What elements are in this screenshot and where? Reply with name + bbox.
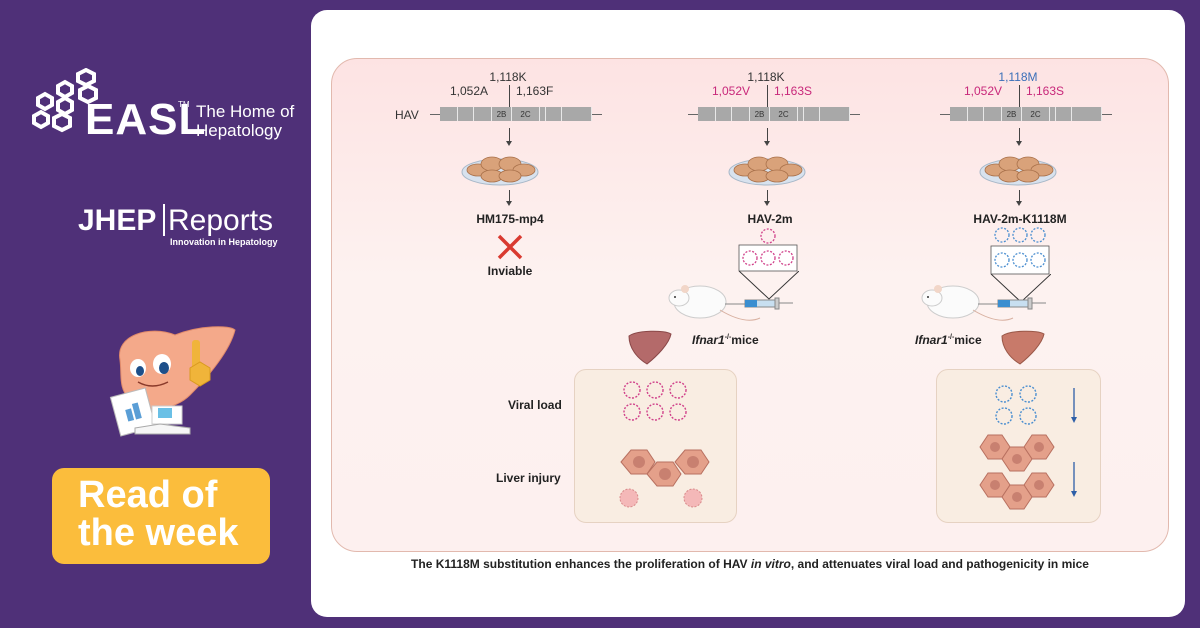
injection-funnel-lines bbox=[739, 271, 799, 300]
healthy-liver-icon bbox=[1001, 330, 1045, 365]
trademark-mark: TM bbox=[178, 100, 190, 109]
easl-hexagon-logo-icon bbox=[32, 68, 98, 133]
liver-injury-label: Liver injury bbox=[496, 471, 561, 485]
column-hav-2m-k1118m: 1,118M 1,052V 1,163S 2B 2C bbox=[940, 70, 1112, 270]
easl-wordmark: EASL bbox=[85, 95, 207, 144]
figure-caption: The K1118M substitution enhances the pro… bbox=[331, 557, 1169, 571]
segment-2c: 2C bbox=[1022, 107, 1050, 121]
mouse-gene: Ifnar1 bbox=[915, 333, 948, 347]
mutation-marker-line bbox=[509, 85, 510, 107]
mutation-1052: 1,052A bbox=[450, 84, 489, 98]
mouse-genotype: -/- bbox=[947, 334, 955, 341]
mouse-strain-label: Ifnar1-/-mice bbox=[692, 333, 759, 347]
decrease-arrow-icon bbox=[1071, 388, 1077, 423]
column-hm175: 1,118K 1,052A 1,163F 2B 2C bbox=[430, 70, 602, 270]
easl-tagline: The Home of Hepatology bbox=[196, 102, 294, 140]
caption-text-pre: The K1118M substitution enhances the pro… bbox=[411, 557, 751, 571]
mouse-genotype: -/- bbox=[724, 334, 732, 341]
strain-name: HAV-2m bbox=[747, 212, 793, 226]
strain-name: HM175-mp4 bbox=[476, 212, 544, 226]
column-hav-2m: 1,118K 1,052V 1,163S 2B 2C bbox=[688, 70, 860, 270]
mutation-1052: 1,052V bbox=[964, 84, 1003, 98]
cell-culture-dish-icon bbox=[979, 156, 1057, 186]
down-arrow-icon bbox=[1016, 190, 1022, 206]
mutation-marker-line bbox=[767, 85, 768, 107]
outcome-box-hav-2m bbox=[574, 369, 737, 523]
decrease-arrow-icon bbox=[1071, 462, 1077, 497]
read-of-the-week-badge: Read of the week bbox=[52, 468, 270, 564]
down-arrow-icon bbox=[1016, 128, 1022, 146]
inviable-label: Inviable bbox=[487, 264, 533, 278]
down-arrow-icon bbox=[764, 128, 770, 146]
mutation-1163: 1,163S bbox=[1026, 84, 1065, 98]
virus-particles-pink-icon bbox=[738, 228, 798, 272]
journal-name-reports: Reports bbox=[168, 204, 274, 237]
injured-hepatocytes-icon bbox=[619, 449, 710, 508]
cell-culture-dish-icon bbox=[728, 156, 806, 186]
mutation-1118: 1,118K bbox=[747, 70, 785, 84]
hav-genome-bar: 2B 2C bbox=[430, 107, 602, 121]
down-arrow-icon bbox=[506, 128, 512, 146]
journal-divider bbox=[163, 204, 165, 236]
tagline-line-1: The Home of bbox=[196, 102, 295, 121]
caption-text-italic: in vitro bbox=[750, 557, 791, 571]
liver-mascot-reading-icon bbox=[109, 326, 236, 437]
hav-genome-bar: 2B 2C bbox=[688, 107, 860, 121]
journal-name-jhep: JHEP bbox=[78, 204, 157, 237]
mouse-with-syringe-icon bbox=[668, 285, 793, 321]
mouse-gene: Ifnar1 bbox=[692, 333, 725, 347]
mutation-1163: 1,163S bbox=[774, 84, 813, 98]
healthy-hepatocytes-icon bbox=[979, 434, 1055, 510]
reduced-viral-load-icon bbox=[995, 385, 1037, 425]
mutation-1163: 1,163F bbox=[516, 84, 554, 98]
badge-line-2: the week bbox=[78, 512, 239, 554]
genome-label: HAV bbox=[395, 108, 419, 122]
cell-culture-dish-icon bbox=[461, 156, 539, 186]
mouse-word: mice bbox=[954, 333, 982, 347]
viral-load-label: Viral load bbox=[508, 398, 562, 412]
caption-text-post: , and attenuates viral load and pathogen… bbox=[790, 557, 1089, 571]
segment-2b: 2B bbox=[492, 107, 512, 121]
mutation-1052: 1,052V bbox=[712, 84, 751, 98]
tagline-line-2: Hepatology bbox=[196, 121, 283, 140]
segment-2c: 2C bbox=[770, 107, 798, 121]
mouse-with-syringe-icon bbox=[921, 285, 1046, 321]
cross-icon bbox=[497, 234, 523, 260]
mutation-marker-line bbox=[1019, 85, 1020, 107]
down-arrow-icon bbox=[764, 190, 770, 206]
high-viral-load-icon bbox=[623, 381, 687, 421]
segment-2b: 2B bbox=[1002, 107, 1022, 121]
strain-name: HAV-2m-K1118M bbox=[973, 212, 1067, 226]
down-arrow-icon bbox=[506, 190, 512, 206]
badge-line-1: Read of bbox=[78, 474, 218, 516]
journal-subtitle: Innovation in Hepatology bbox=[170, 237, 278, 247]
segment-2c: 2C bbox=[512, 107, 540, 121]
diseased-liver-icon bbox=[628, 330, 672, 365]
mouse-strain-label: Ifnar1-/-mice bbox=[915, 333, 982, 347]
segment-2b: 2B bbox=[750, 107, 770, 121]
virus-particles-blue-icon bbox=[990, 227, 1050, 275]
mutation-1118: 1,118M bbox=[998, 70, 1038, 84]
mouse-word: mice bbox=[731, 333, 759, 347]
mutation-1118: 1,118K bbox=[489, 70, 527, 84]
hav-genome-bar: 2B 2C bbox=[940, 107, 1112, 121]
